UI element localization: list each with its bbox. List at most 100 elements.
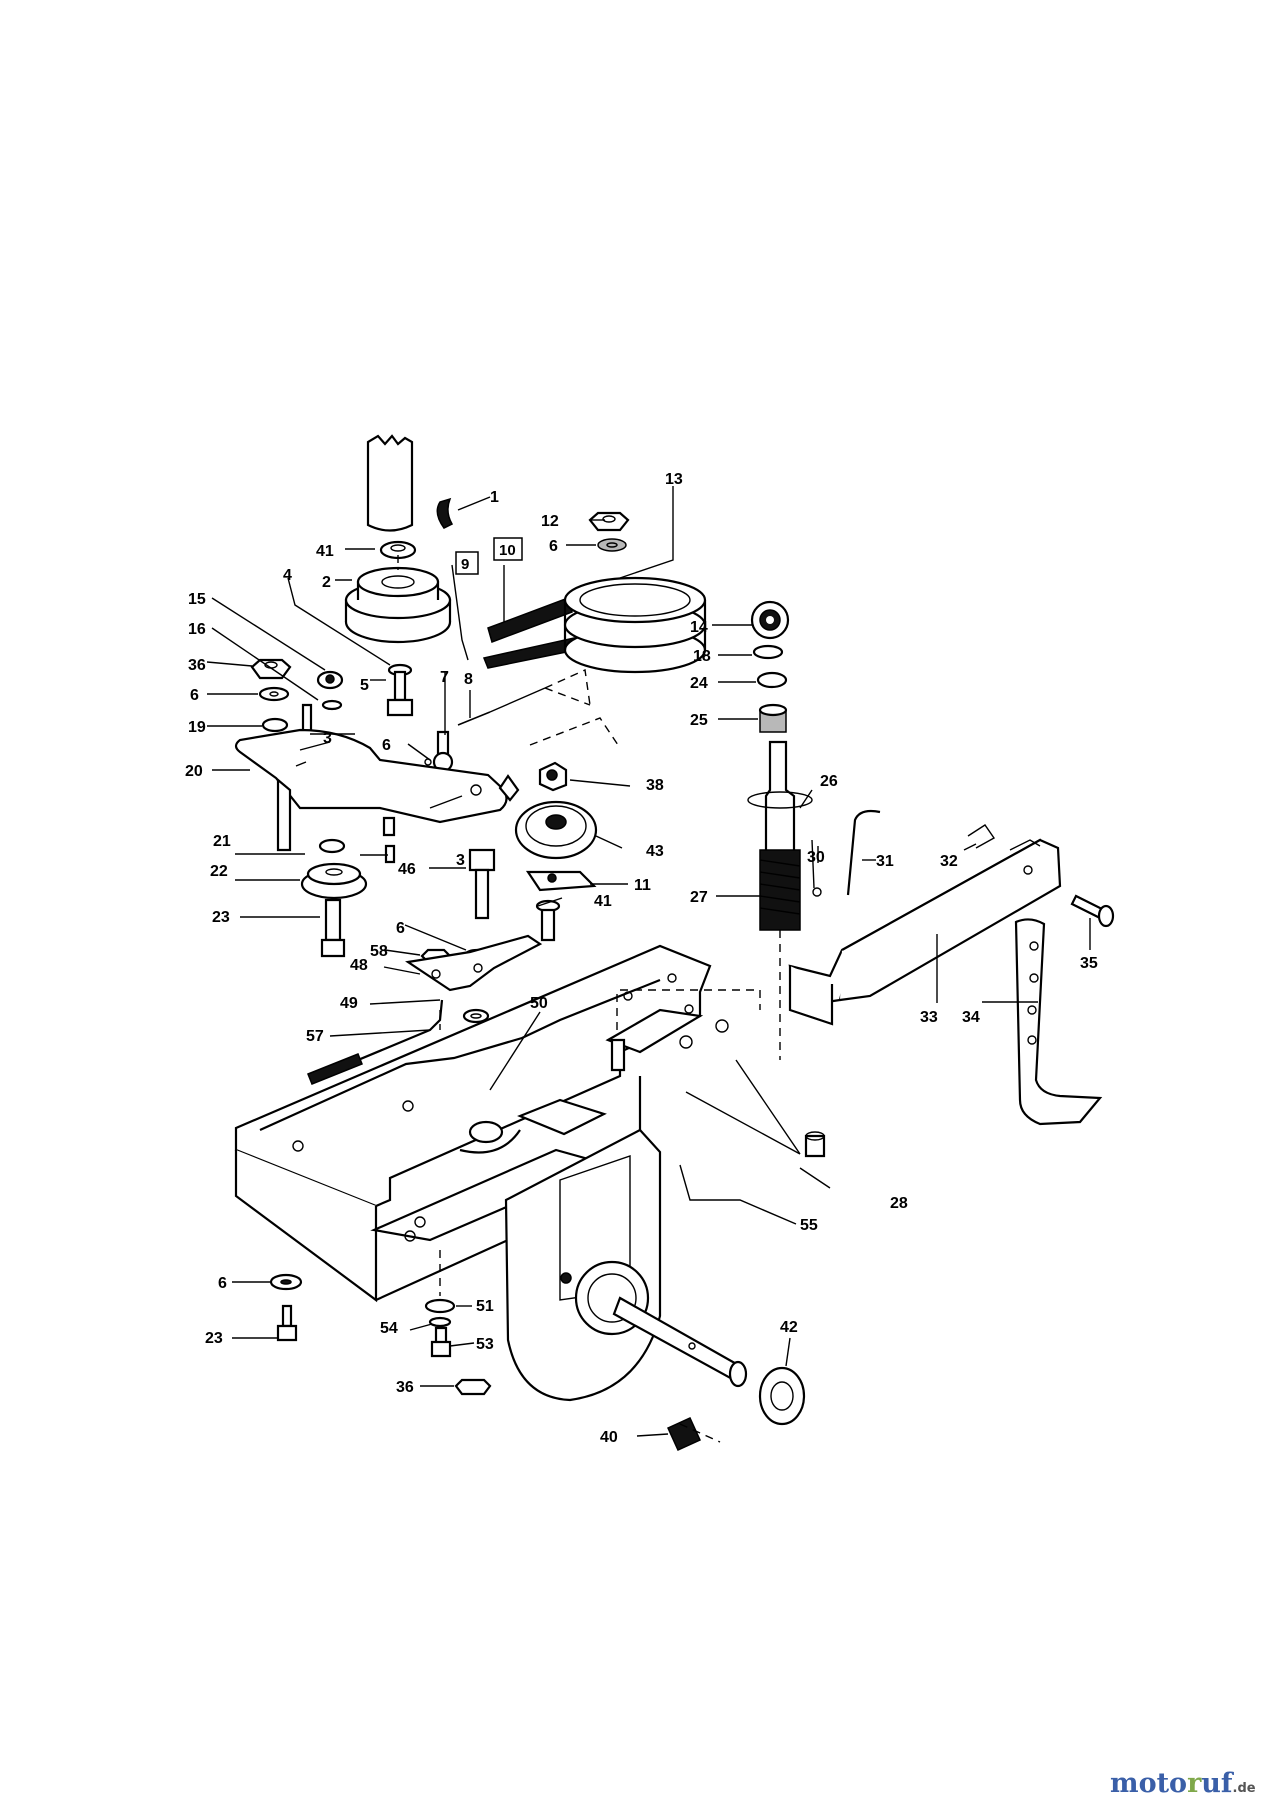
callout-13: 13: [665, 471, 683, 488]
bar-33: [788, 838, 1062, 1026]
callout-25: 25: [690, 712, 708, 729]
clip-32: [967, 824, 996, 849]
callout-54: 54: [380, 1320, 398, 1337]
callout-36-top: 36: [188, 657, 206, 674]
assembly-line: [679, 1423, 721, 1443]
callout-16-label: 16: [188, 621, 206, 638]
washer-51: [424, 1298, 456, 1314]
washer-41-top: [379, 540, 417, 560]
washer-21: [318, 838, 346, 854]
callout-1: 1: [490, 489, 499, 506]
callout-15: 15: [188, 591, 206, 608]
callout-4: 4: [283, 567, 292, 584]
assembly-line: [529, 717, 621, 749]
callout-6-top: 6: [549, 538, 558, 555]
washer-6-left: [258, 686, 290, 702]
callout-14: 14: [690, 619, 708, 636]
callout-42: 42: [780, 1319, 798, 1336]
output-shaft: [612, 1296, 748, 1388]
circlip-18: [752, 644, 784, 660]
washer-24: [756, 671, 788, 689]
callout-box-10: [493, 537, 523, 561]
pin-30: [811, 839, 822, 897]
plate-11: [525, 870, 597, 892]
bolt-5: [386, 663, 414, 717]
main-frame: [234, 944, 729, 1303]
callout-23-upper: 23: [212, 909, 230, 926]
assembly-line: [620, 989, 761, 1010]
engine-shaft: [366, 434, 414, 532]
callout-23-lower: 23: [205, 1330, 223, 1347]
callout-50: 50: [530, 995, 548, 1012]
callout-8: 8: [464, 671, 473, 688]
callout-labels: 1 2 3 3 4 5 6 6 6 6 6 7 8 9 10 11 12 13 …: [185, 471, 1098, 1446]
callout-55: 55: [800, 1217, 818, 1234]
double-pulley-13: [563, 576, 707, 674]
callout-57: 57: [306, 1028, 324, 1045]
belt-10: [487, 597, 573, 643]
callout-5: 5: [360, 677, 369, 694]
callout-11: 11: [634, 877, 651, 894]
stud-41: [535, 899, 561, 942]
rod-57: [307, 999, 444, 1085]
logo-part-moto: moto: [1110, 1768, 1188, 1799]
callout-41-lower: 41: [594, 893, 612, 910]
callout-41-top: 41: [316, 543, 334, 560]
callout-34: 34: [962, 1009, 980, 1026]
callout-48: 48: [350, 957, 368, 974]
bolt-53: [430, 1326, 452, 1358]
assembly-line: [544, 668, 591, 706]
nut-36-bottom: [454, 1378, 492, 1396]
nut-12: [588, 511, 630, 532]
callout-51: 51: [476, 1298, 494, 1315]
plate-48: [405, 934, 543, 992]
nut-15: [316, 670, 344, 690]
callout-box-9: [455, 551, 479, 575]
callout-26: 26: [820, 773, 838, 790]
bolt-35: [1070, 894, 1115, 928]
motoruf-logo: motoruf.de: [1110, 1768, 1256, 1799]
callout-2: 2: [322, 574, 331, 591]
needle-bearing-25: [758, 703, 788, 733]
callout-33: 33: [920, 1009, 938, 1026]
callout-19: 19: [188, 719, 206, 736]
logo-part-r: r: [1187, 1768, 1202, 1799]
bolt-46: [468, 848, 496, 920]
pulley-22: [300, 862, 368, 900]
spacer-19: [261, 717, 289, 733]
washer-16: [321, 699, 343, 711]
spacer-28: [804, 1131, 826, 1158]
callout-30: 30: [807, 849, 825, 866]
double-pulley-2: [344, 566, 452, 644]
callout-32: 32: [940, 853, 958, 870]
callout-3-upper: 3: [323, 730, 332, 747]
clamp-7: [424, 730, 454, 773]
callout-43: 43: [646, 843, 664, 860]
washer-42: [758, 1366, 806, 1426]
bearing-14: [750, 600, 790, 640]
logo-tld: .de: [1232, 1781, 1256, 1796]
logo-part-uf: uf: [1201, 1768, 1233, 1799]
screw-40: [667, 1417, 701, 1451]
callout-6-lower: 6: [396, 920, 405, 937]
callout-7: 7: [440, 669, 449, 686]
callout-35: 35: [1080, 955, 1098, 972]
bracket-20: [234, 728, 520, 852]
stud-top: [610, 1038, 626, 1072]
callout-46: 46: [398, 861, 416, 878]
callout-58: 58: [370, 943, 388, 960]
callout-6-left: 6: [190, 687, 199, 704]
callout-18: 18: [693, 648, 711, 665]
nut-38: [538, 761, 568, 792]
callout-49: 49: [340, 995, 358, 1012]
belt-9: [482, 637, 577, 669]
callout-38: 38: [646, 777, 664, 794]
idler-pulley-43: [514, 800, 598, 860]
callout-20: 20: [185, 763, 203, 780]
callout-3-lower: 3: [456, 852, 465, 869]
callout-22: 22: [210, 863, 228, 880]
washer-54: [428, 1316, 452, 1328]
nut-36-top: [250, 658, 292, 680]
tine-34: [1014, 918, 1103, 1126]
